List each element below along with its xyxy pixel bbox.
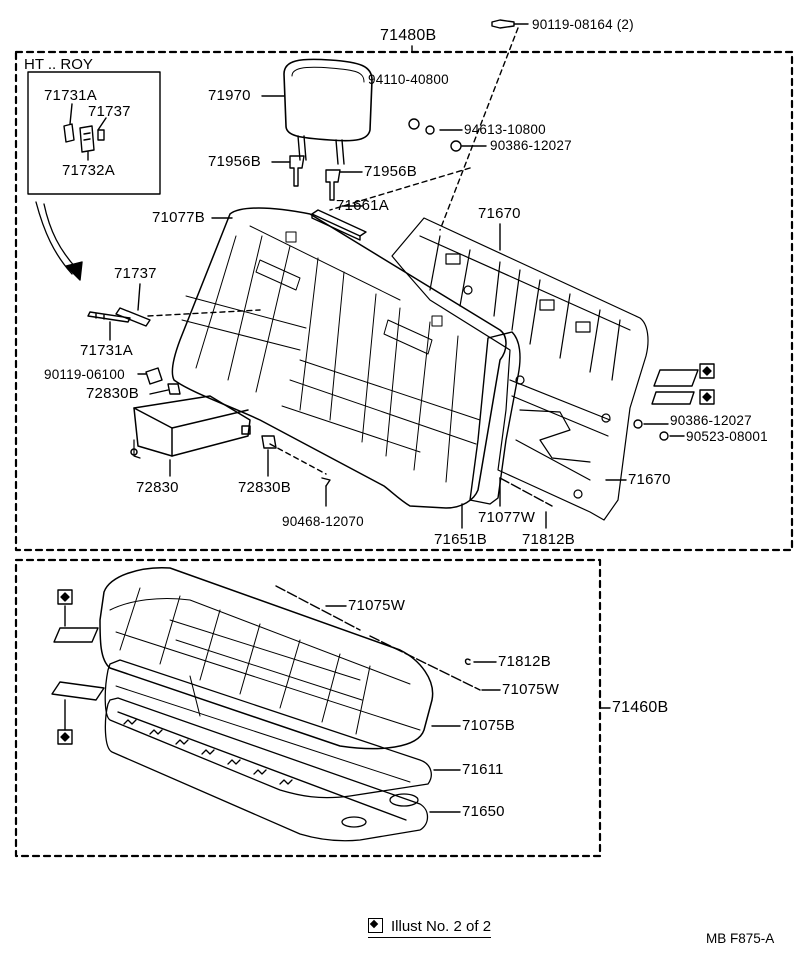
part-71956b-right: 71956B bbox=[364, 163, 417, 180]
part-72830b-right: 72830B bbox=[238, 479, 291, 496]
headrest-guide-right bbox=[325, 169, 341, 201]
cushion-frame bbox=[104, 697, 429, 842]
drawing-code: MB F875-A bbox=[706, 931, 775, 946]
part-71737-inset: 71737 bbox=[88, 103, 131, 120]
cushion-pad bbox=[104, 659, 432, 799]
inset-box bbox=[27, 71, 161, 195]
part-94110-40800: 94110-40800 bbox=[368, 72, 449, 87]
headrest-guide-left bbox=[289, 155, 305, 187]
cushion-pad-lower bbox=[51, 681, 105, 745]
part-71075w-upper: 71075W bbox=[348, 597, 406, 614]
clip-72830b-left bbox=[167, 383, 181, 395]
part-71731a: 71731A bbox=[80, 342, 133, 359]
side-cover bbox=[469, 331, 521, 505]
wire-71077w bbox=[499, 477, 553, 507]
inset-hinge-parts bbox=[63, 123, 105, 153]
wire-71075w-lower bbox=[369, 635, 481, 691]
part-90386-12027-top: 90386-12027 bbox=[490, 138, 572, 153]
cushion-cover bbox=[99, 567, 434, 750]
clip-90523 bbox=[659, 431, 669, 441]
hook-71812b bbox=[464, 658, 471, 665]
label-seatback-assembly: 71480B bbox=[380, 27, 437, 44]
screw-90468 bbox=[321, 477, 331, 487]
washer-94613 bbox=[425, 125, 435, 135]
part-90119-08164: 90119-08164 (2) bbox=[532, 17, 634, 32]
wire-71075w-upper bbox=[275, 585, 361, 631]
dashed-leader-bottom bbox=[269, 443, 327, 475]
seatback-frame bbox=[391, 217, 649, 521]
illustration-note-text: Illust No. 2 of 2 bbox=[391, 918, 492, 935]
part-90523-08001: 90523-08001 bbox=[686, 429, 768, 444]
nut-94110 bbox=[408, 118, 420, 130]
part-71077w: 71077W bbox=[478, 509, 536, 526]
part-71812b-cushion: 71812B bbox=[498, 653, 551, 670]
part-90119-06100: 90119-06100 bbox=[44, 367, 125, 382]
part-72830: 72830 bbox=[136, 479, 179, 496]
part-94613-10800: 94613-10800 bbox=[464, 122, 546, 137]
part-71670-right: 71670 bbox=[628, 471, 671, 488]
part-71956b-left: 71956B bbox=[208, 153, 261, 170]
dashed-leader-top bbox=[439, 27, 519, 231]
part-71970: 71970 bbox=[208, 87, 251, 104]
part-71650: 71650 bbox=[462, 803, 505, 820]
part-71077b: 71077B bbox=[152, 209, 205, 226]
armrest-cover bbox=[311, 209, 367, 241]
clip-90386-top bbox=[450, 140, 462, 152]
part-71737: 71737 bbox=[114, 265, 157, 282]
seatback-assembly-boundary bbox=[14, 50, 794, 552]
part-71651b: 71651B bbox=[434, 531, 487, 548]
illustration-note: Illust No. 2 of 2 bbox=[368, 918, 492, 938]
bolt-90119-08164 bbox=[491, 19, 515, 29]
hinge-parts bbox=[87, 307, 151, 327]
clip-72830b-right bbox=[261, 435, 277, 449]
armrest bbox=[130, 395, 251, 459]
part-71731a-inset: 71731A bbox=[44, 87, 97, 104]
inset-arrow bbox=[35, 201, 83, 281]
pad-patch-upper bbox=[653, 363, 715, 387]
part-71670-top: 71670 bbox=[478, 205, 521, 222]
pad-patch-lower bbox=[651, 389, 715, 405]
dashed-leader-hr bbox=[329, 167, 471, 211]
part-71075b: 71075B bbox=[462, 717, 515, 734]
label-cushion-assembly: 71460B bbox=[612, 699, 669, 716]
inset-title: HT .. ROY bbox=[24, 56, 93, 73]
part-90468-12070: 90468-12070 bbox=[282, 514, 364, 529]
bolt-90119-06100 bbox=[137, 367, 163, 385]
diamond-box-icon bbox=[368, 918, 383, 933]
part-71611: 71611 bbox=[462, 761, 504, 778]
part-71075w-lower: 71075W bbox=[502, 681, 560, 698]
clip-90386-right bbox=[633, 419, 643, 429]
cushion-assembly-boundary bbox=[14, 558, 602, 858]
part-71732a-inset: 71732A bbox=[62, 162, 115, 179]
cushion-pad-upper bbox=[53, 589, 99, 643]
part-71812b-back: 71812B bbox=[522, 531, 575, 548]
seatback-cover bbox=[171, 207, 507, 509]
headrest bbox=[283, 58, 373, 165]
part-71661a: 71661A bbox=[336, 197, 389, 214]
part-72830b-left: 72830B bbox=[86, 385, 139, 402]
part-90386-12027-right: 90386-12027 bbox=[670, 413, 752, 428]
